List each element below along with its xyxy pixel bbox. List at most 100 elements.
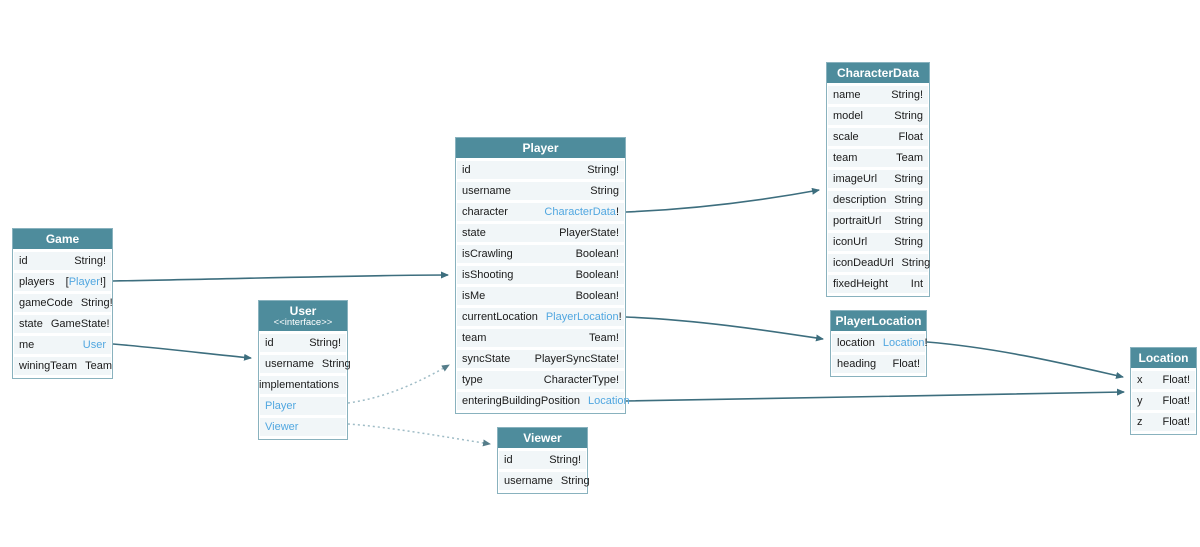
type-link[interactable]: CharacterData	[544, 206, 616, 218]
type-text: String	[894, 215, 923, 227]
field-name: iconUrl	[833, 236, 868, 248]
playerlocation-table-header[interactable]: PlayerLocation	[831, 311, 926, 331]
type-text: !	[618, 311, 622, 323]
field-name: isCrawling	[462, 248, 513, 260]
field-name: y	[1137, 395, 1143, 407]
type-link[interactable]: PlayerLocation	[545, 311, 619, 323]
field-name: username	[504, 475, 553, 487]
edge-user-to-viewer	[347, 423, 491, 447]
player-table-header[interactable]: Player	[456, 138, 625, 158]
implementation-link[interactable]: Viewer	[265, 421, 299, 433]
characterdata-field-row-model[interactable]: model String	[828, 107, 928, 125]
field-name: type	[462, 374, 483, 386]
viewer-field-row-id[interactable]: id String!	[499, 451, 586, 469]
field-name: players	[19, 276, 55, 288]
user-field-row-id[interactable]: id String!	[260, 334, 346, 352]
edge-game-me-to-user	[112, 343, 252, 361]
user-table-header[interactable]: User<<interface>>	[259, 301, 347, 331]
game-table-header[interactable]: Game	[13, 229, 112, 249]
field-name: id	[19, 255, 28, 267]
edge-player-currentlocation-to-playerlocation	[625, 316, 824, 342]
type-text: String	[560, 475, 590, 487]
field-name: id	[265, 337, 274, 349]
type-text: Float	[898, 131, 923, 143]
field-name: isShooting	[462, 269, 514, 281]
implementation-link[interactable]: Player	[265, 400, 297, 412]
location-table-header[interactable]: Location	[1131, 348, 1196, 368]
game-field-row-me[interactable]: me User	[14, 336, 111, 354]
field-name: character	[462, 206, 508, 218]
field-type: String!	[309, 337, 341, 349]
field-type: Team!	[589, 332, 619, 344]
field-name: gameCode	[19, 297, 73, 309]
field-type: String	[894, 110, 923, 122]
type-text: !	[924, 337, 928, 349]
type-link[interactable]: Location	[882, 337, 925, 349]
player-field-row-team[interactable]: team Team!	[457, 329, 624, 347]
field-name: scale	[833, 131, 859, 143]
field-type: String!	[549, 454, 581, 466]
field-type: PlayerLocation!	[546, 311, 622, 323]
field-type: Location	[588, 395, 630, 407]
field-name: location	[837, 337, 875, 349]
field-type: Team	[896, 152, 923, 164]
playerlocation-field-row-location[interactable]: location Location!	[832, 334, 928, 352]
field-name: z	[1137, 416, 1143, 428]
field-name: isMe	[462, 290, 486, 302]
field-name: me	[19, 339, 35, 351]
type-text: String	[894, 236, 923, 248]
field-type: PlayerState!	[559, 227, 619, 239]
type-text: Float!	[1162, 395, 1190, 407]
user-field-row-Player[interactable]: Player	[260, 397, 346, 415]
type-link[interactable]: User	[82, 339, 106, 351]
type-link[interactable]: Player	[68, 276, 100, 288]
field-name: id	[504, 454, 513, 466]
user-field-row-Viewer[interactable]: Viewer	[260, 418, 346, 436]
characterdata-table-header[interactable]: CharacterData	[827, 63, 929, 83]
type-link[interactable]: Location	[588, 395, 630, 407]
location-field-row-y[interactable]: y Float!	[1132, 392, 1195, 410]
viewer-table-header[interactable]: Viewer	[498, 428, 587, 448]
viewer-field-row-username[interactable]: username String	[499, 472, 590, 490]
field-name: name	[833, 89, 861, 101]
characterdata-field-row-scale[interactable]: scale Float	[828, 128, 928, 146]
type-text: String	[894, 173, 923, 185]
characterdata-field-row-iconUrl[interactable]: iconUrl String	[828, 233, 928, 251]
field-type: Team	[85, 360, 112, 372]
edge-player-character-to-characterdata	[625, 187, 820, 213]
field-name: team	[462, 332, 487, 344]
field-name: model	[833, 110, 863, 122]
game-field-row-players[interactable]: players[Player!]	[14, 273, 111, 291]
field-type: PlayerSyncState!	[535, 353, 619, 365]
